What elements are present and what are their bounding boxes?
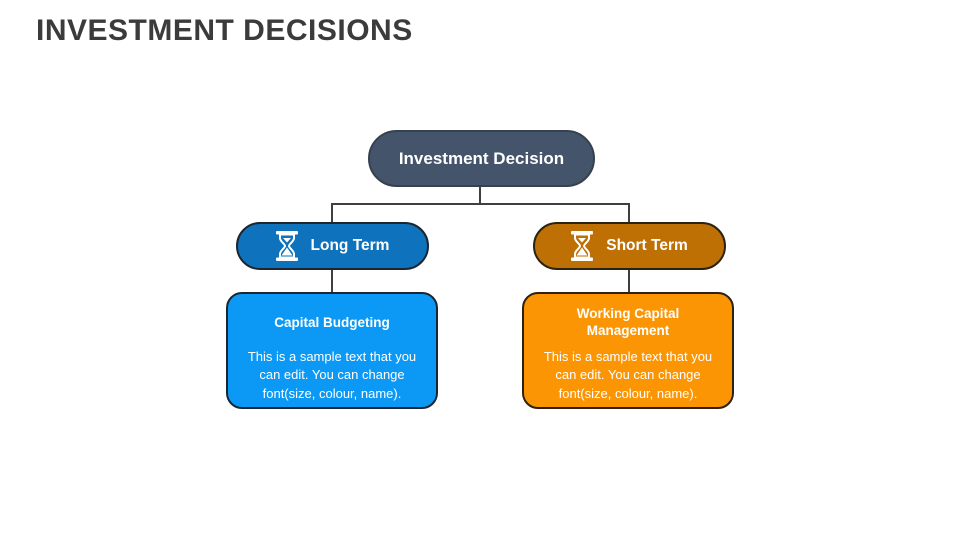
connector-branch-bar	[331, 203, 630, 205]
node-short-term: Short Term	[533, 222, 726, 270]
node-long-term: Long Term	[236, 222, 429, 270]
slide-title: INVESTMENT DECISIONS	[36, 14, 413, 47]
node-investment-decision-label: Investment Decision	[398, 148, 565, 168]
connector-long-term-drop	[331, 205, 333, 222]
connector-short-term-drop	[628, 205, 630, 222]
card-working-capital-management-heading: Working Capital Management	[576, 306, 680, 338]
card-capital-budgeting-heading: Capital Budgeting	[274, 314, 390, 330]
connector-long-card-stem	[331, 270, 333, 292]
card-working-capital-management: Working Capital Management This is a sam…	[522, 292, 734, 409]
hourglass-icon	[571, 231, 594, 261]
node-investment-decision: Investment Decision	[368, 130, 595, 187]
hourglass-icon	[275, 231, 298, 261]
card-working-capital-management-body: This is a sample text that you can edit.…	[543, 349, 713, 401]
connector-short-card-stem	[628, 270, 630, 292]
node-long-term-label: Long Term	[310, 237, 390, 254]
card-capital-budgeting-body: This is a sample text that you can edit.…	[247, 349, 417, 401]
card-capital-budgeting: Capital Budgeting This is a sample text …	[226, 292, 438, 409]
connector-root-stem	[479, 187, 481, 203]
node-short-term-label: Short Term	[606, 237, 688, 254]
